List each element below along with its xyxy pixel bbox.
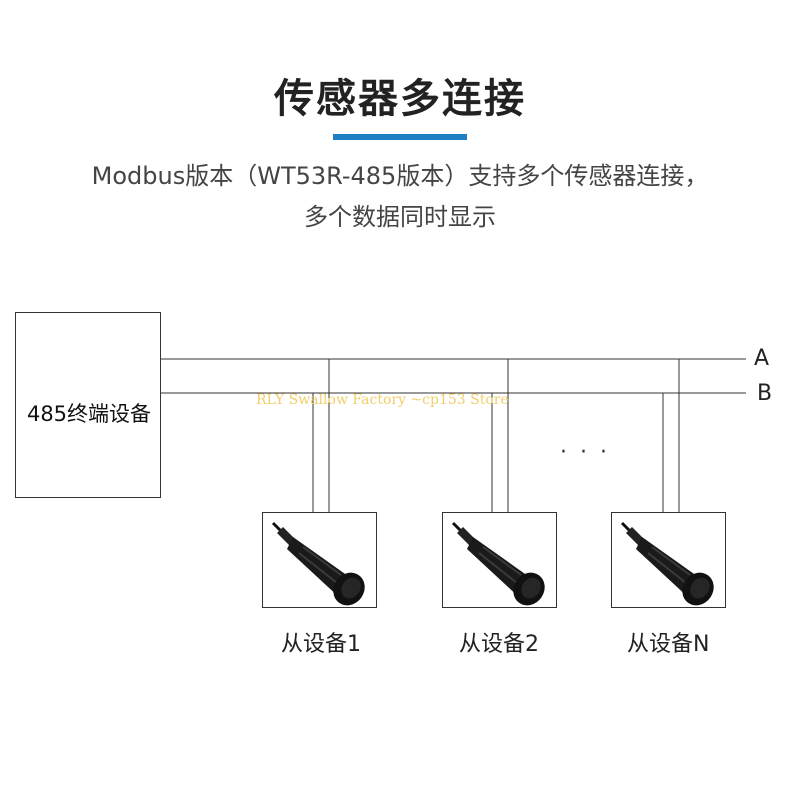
watermark: RLY Swallow Factory ~cp153 Store bbox=[256, 392, 509, 408]
ellipsis: · · · bbox=[560, 440, 610, 465]
slave-device-n-label: 从设备N bbox=[627, 632, 710, 657]
laser-sensor-icon bbox=[451, 521, 545, 606]
master-device-label: 485终端设备 bbox=[26, 402, 152, 426]
slave-device-1-label: 从设备1 bbox=[281, 632, 361, 657]
laser-sensor-icon bbox=[620, 521, 714, 606]
slave-device-1-box bbox=[262, 512, 377, 608]
bus-label-b: B bbox=[757, 381, 773, 406]
master-device-box bbox=[15, 312, 161, 498]
subtitle-line-1: Modbus版本（WT53R-485版本）支持多个传感器连接， bbox=[91, 162, 709, 190]
title-underline bbox=[333, 134, 467, 140]
slave-device-n-box bbox=[611, 512, 726, 608]
page-title: 传感器多连接 bbox=[274, 76, 526, 122]
subtitle-line-2: 多个数据同时显示 bbox=[304, 203, 496, 231]
slave-device-2-label: 从设备2 bbox=[459, 632, 539, 657]
laser-sensor-icon bbox=[271, 521, 365, 606]
slave-device-2-box bbox=[442, 512, 557, 608]
bus-label-a: A bbox=[754, 346, 770, 371]
